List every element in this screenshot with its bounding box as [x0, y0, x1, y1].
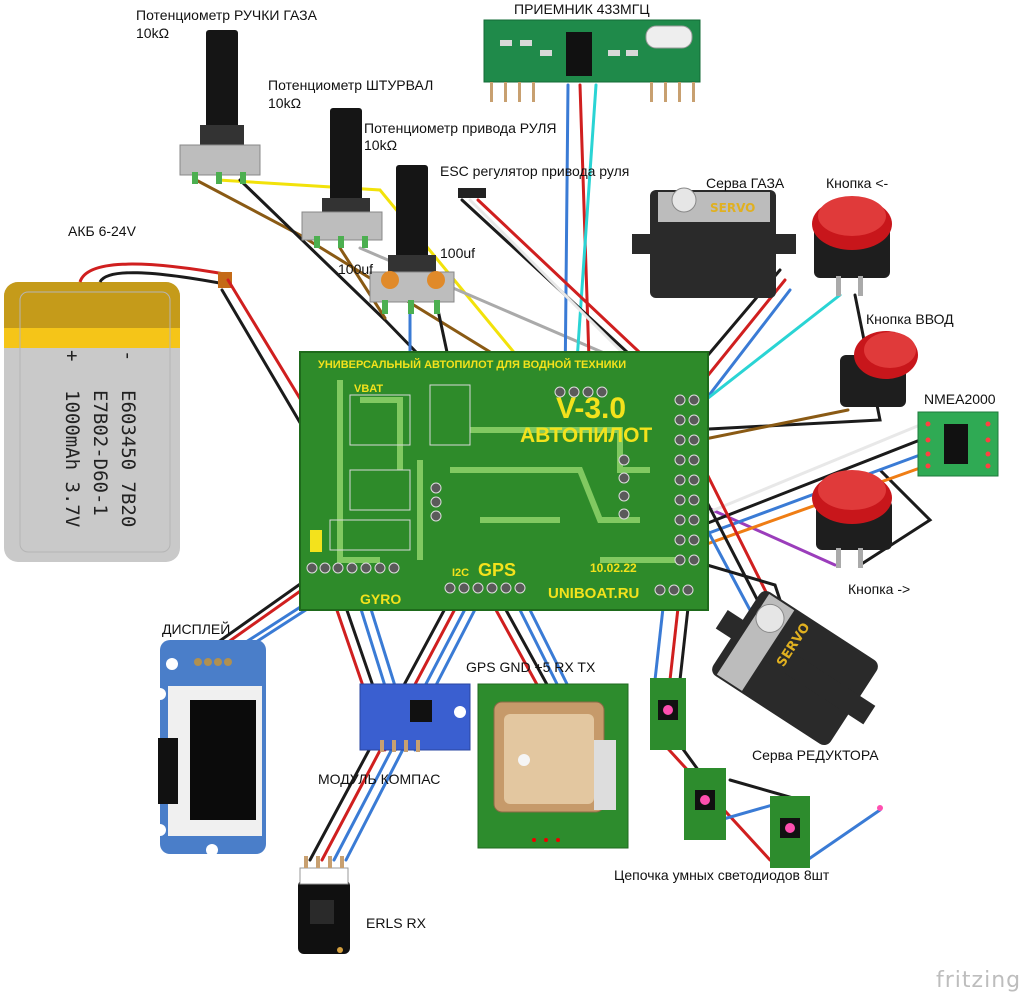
pcb-gyro: GYRO [360, 591, 401, 607]
pcb-vbat: VBAT [354, 383, 383, 395]
battery: - E603450 7B20 E7B02-D60-1 + 1000mAh 3.7… [4, 262, 232, 562]
button-enter[interactable] [840, 331, 918, 407]
label-cap2: 100uf [440, 245, 475, 261]
esc-connector [458, 188, 486, 198]
label-button-left: Кнопка <- [826, 175, 889, 191]
label-leds: Цепочка умных светодиодов 8шт [614, 867, 830, 883]
battery-band [4, 328, 180, 348]
pcb-version: V-3.0 [556, 392, 626, 425]
label-display: ДИСПЛЕЙ [162, 620, 230, 637]
pcb-header: УНИВЕРСАЛЬНЫЙ АВТОПИЛОТ ДЛЯ ВОДНОЙ ТЕХНИ… [318, 358, 626, 371]
label-gps: GPS GND +5 RX TX [466, 659, 596, 675]
pcb-gps: GPS [478, 560, 516, 580]
label-nmea: NMEA2000 [924, 391, 996, 407]
potentiometer-wheel [301, 108, 383, 248]
pcb-brand: UNIBOAT.RU [548, 585, 639, 602]
gps-module [477, 683, 629, 849]
label-button-right: Кнопка -> [848, 581, 910, 597]
battery-minus: - [117, 350, 139, 361]
display-module [154, 640, 266, 856]
label-button-enter: Кнопка ВВОД [866, 311, 954, 327]
servo-reducer: SERVO [712, 591, 878, 745]
led-1 [650, 678, 686, 750]
battery-body [4, 282, 180, 562]
led-chain [650, 678, 883, 868]
nmea2000-module [917, 411, 999, 477]
button-left[interactable] [812, 196, 892, 296]
compass-module [359, 683, 471, 752]
fritzing-logo: fritzing [936, 968, 1022, 993]
battery-print-line1: E603450 7B20 [117, 390, 139, 527]
battery-print-line3: 1000mAh 3.7V [61, 390, 83, 527]
label-erls: ERLS RX [366, 915, 427, 931]
label-pot-wheel: Потенциометр ШТУРВАЛ [268, 77, 433, 93]
pcb-i2c: I2C [452, 567, 469, 579]
erls-receiver [298, 856, 350, 954]
label-servo-reducer: Серва РЕДУКТОРА [752, 747, 879, 763]
potentiometer-rudder [369, 165, 455, 314]
servo-throttle-print: SERVO [710, 201, 755, 215]
potentiometer-throttle [179, 30, 261, 184]
label-pot-wheel-value: 10kΩ [268, 95, 301, 111]
led-2 [684, 768, 726, 840]
button-right[interactable] [812, 470, 892, 568]
label-pot-rudder: Потенциометр привода РУЛЯ [364, 120, 557, 136]
battery-plus: + [61, 350, 83, 361]
label-cap1: 100uf [338, 261, 373, 277]
label-servo-throttle: Серва ГАЗА [706, 175, 785, 191]
led-3 [770, 796, 810, 868]
battery-print-line2: E7B02-D60-1 [89, 390, 111, 516]
label-pot-rudder-value: 10kΩ [364, 137, 397, 153]
label-esc: ESC регулятор привода руля [440, 163, 629, 179]
label-battery: АКБ 6-24V [68, 223, 137, 239]
pcb-date: 10.02.22 [590, 561, 637, 575]
label-pot-throttle-value: 10kΩ [136, 25, 169, 41]
receiver-433mhz [483, 19, 701, 102]
label-compass: МОДУЛЬ КОМПАС [318, 771, 440, 787]
pcb-board: УНИВЕРСАЛЬНЫЙ АВТОПИЛОТ ДЛЯ ВОДНОЙ ТЕХНИ… [299, 351, 709, 611]
servo-throttle: SERVO [632, 187, 796, 298]
pcb-title: АВТОПИЛОТ [520, 424, 652, 447]
label-pot-throttle: Потенциометр РУЧКИ ГАЗА [136, 7, 318, 23]
label-receiver: ПРИЕМНИК 433МГЦ [514, 1, 650, 17]
